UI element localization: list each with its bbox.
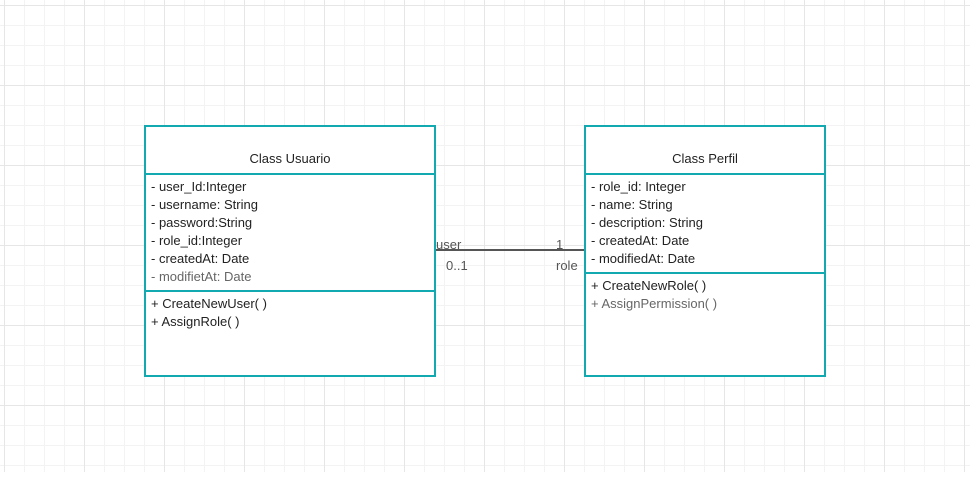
method-create-new-user: + CreateNewUser( ) (151, 296, 267, 311)
attribute-created-at: - createdAt: Date (151, 251, 250, 266)
method-assign-role: + AssignRole( ) (151, 314, 240, 329)
class-perfil-title: Class Perfil (586, 127, 824, 175)
attribute-username: - username: String (151, 197, 258, 212)
attribute-created-at: - createdAt: Date (591, 233, 690, 248)
attribute-role-id: - role_id:Integer (151, 233, 243, 248)
class-usuario[interactable]: Class Usuario - user_Id:Integer - userna… (144, 125, 436, 377)
attribute-password: - password:String (151, 215, 253, 230)
association-source-role: user (436, 237, 462, 252)
attribute-modified-at: - modifiedAt: Date (591, 251, 696, 266)
method-assign-permission: + AssignPermission( ) (591, 296, 718, 311)
attribute-user-id: - user_Id:Integer (151, 179, 247, 194)
association-target-multiplicity: 1 (556, 237, 564, 252)
class-perfil-attributes: - role_id: Integer - name: String - desc… (586, 175, 824, 274)
attribute-modifiet-at: - modifietAt: Date (151, 269, 252, 284)
class-usuario-methods: + CreateNewUser( ) + AssignRole( ) (146, 292, 434, 331)
attribute-name: - name: String (591, 197, 673, 212)
association-target-role: role (556, 258, 578, 273)
association-source-multiplicity: 0..1 (446, 258, 468, 273)
class-usuario-title: Class Usuario (146, 127, 434, 175)
class-usuario-attributes: - user_Id:Integer - username: String - p… (146, 175, 434, 292)
method-create-new-role: + CreateNewRole( ) (591, 278, 707, 293)
class-perfil-methods: + CreateNewRole( ) + AssignPermission( ) (586, 274, 824, 313)
association-connector (436, 249, 584, 251)
class-perfil[interactable]: Class Perfil - role_id: Integer - name: … (584, 125, 826, 377)
attribute-role-id: - role_id: Integer (591, 179, 686, 194)
diagram-canvas: Class Usuario - user_Id:Integer - userna… (0, 0, 970, 472)
attribute-description: - description: String (591, 215, 703, 230)
